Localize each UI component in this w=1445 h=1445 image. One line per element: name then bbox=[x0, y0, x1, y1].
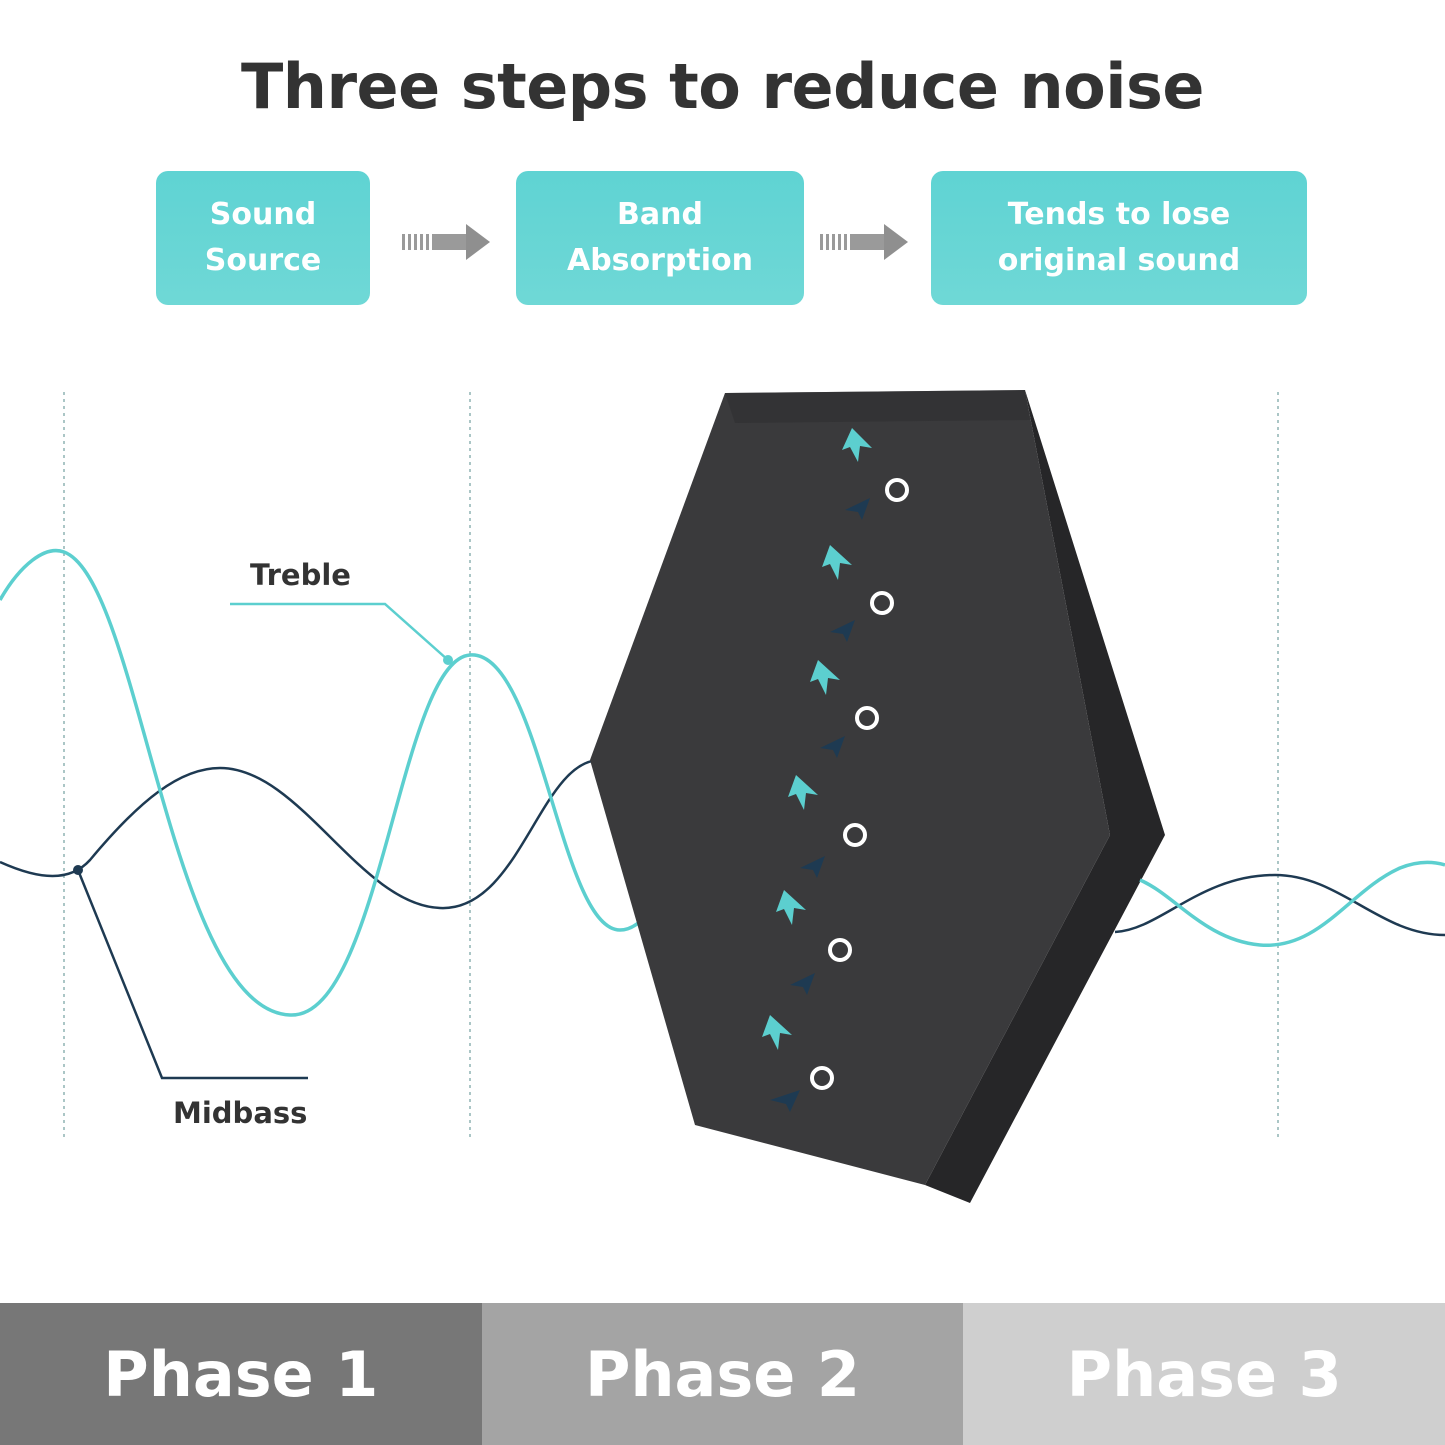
swirl-icon bbox=[843, 823, 867, 847]
step-band-absorption-line1: Band bbox=[617, 197, 703, 232]
swirl-icon bbox=[885, 478, 909, 502]
swirl-icon bbox=[828, 938, 852, 962]
step-band-absorption-line2: Absorption bbox=[566, 243, 754, 278]
step-sound-source: Sound Source bbox=[156, 171, 370, 305]
step-lose-original-sound: Tends to lose original sound bbox=[931, 171, 1307, 305]
phase-bar: Phase 1 Phase 2 Phase 3 bbox=[0, 1303, 1445, 1445]
step-sound-source-line1: Sound bbox=[209, 197, 317, 232]
page-title: Three steps to reduce noise bbox=[241, 50, 1204, 123]
phase-2: Phase 2 bbox=[481, 1303, 964, 1445]
phase-divider-lines bbox=[63, 392, 1279, 1138]
phase-3: Phase 3 bbox=[963, 1303, 1445, 1445]
treble-leader-line bbox=[230, 602, 449, 661]
midbass-leader-line bbox=[76, 869, 308, 1080]
swirl-icon bbox=[810, 1066, 834, 1090]
treble-label: Treble bbox=[250, 558, 351, 592]
treble-wave-reduced bbox=[1139, 860, 1445, 947]
acoustic-panel bbox=[590, 390, 1165, 1203]
step-lose-original-sound-line2: original sound bbox=[997, 243, 1241, 278]
arrow-right-icon bbox=[820, 224, 908, 260]
step-sound-source-line2: Source bbox=[204, 243, 322, 278]
absorption-arrows bbox=[762, 428, 909, 1112]
midbass-wave-reduced bbox=[1114, 873, 1445, 937]
step-lose-original-sound-line1: Tends to lose bbox=[1007, 197, 1231, 232]
midbass-label: Midbass bbox=[173, 1096, 308, 1130]
step-band-absorption: Band Absorption bbox=[516, 171, 804, 305]
swirl-icon bbox=[870, 591, 894, 615]
swirl-icon bbox=[855, 706, 879, 730]
phase-1: Phase 1 bbox=[0, 1303, 482, 1445]
noise-reduction-diagram bbox=[0, 390, 1445, 1203]
arrow-right-icon bbox=[402, 224, 490, 260]
